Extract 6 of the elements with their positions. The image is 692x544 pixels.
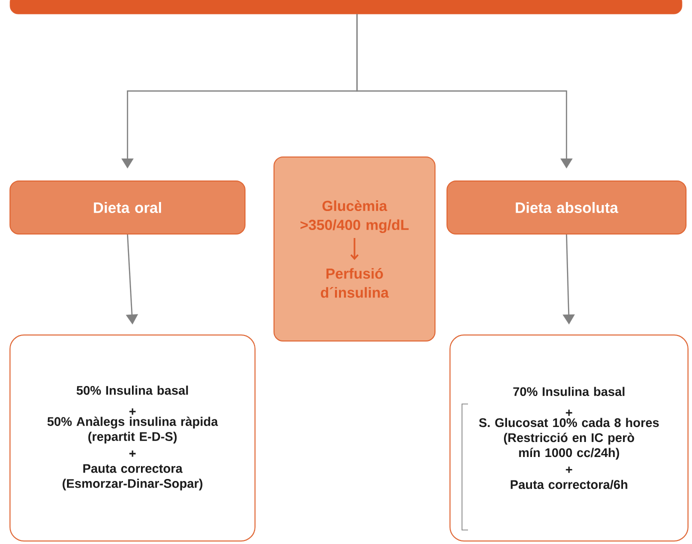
diet-box: Dieta absoluta [446,180,686,234]
note-box: Glucèmia >350/400 mg/dL Perfusió d´insulina [274,156,436,342]
header-bar [10,0,682,14]
diet-box: Dieta oral [10,180,246,234]
treatment-box: 70% Insulina basal + S. Glucosat 10% cada 8 hores (Restricció en IC però mín 1000 cc/24h) + Pauta correctora/6h [450,334,688,542]
treatment-box: 50% Insulina basal + 50% Anàlegs insulina ràpida (repartit E-D-S) + Pauta correctora (Esmorzar-Dinar-Sopar) [10,334,256,542]
